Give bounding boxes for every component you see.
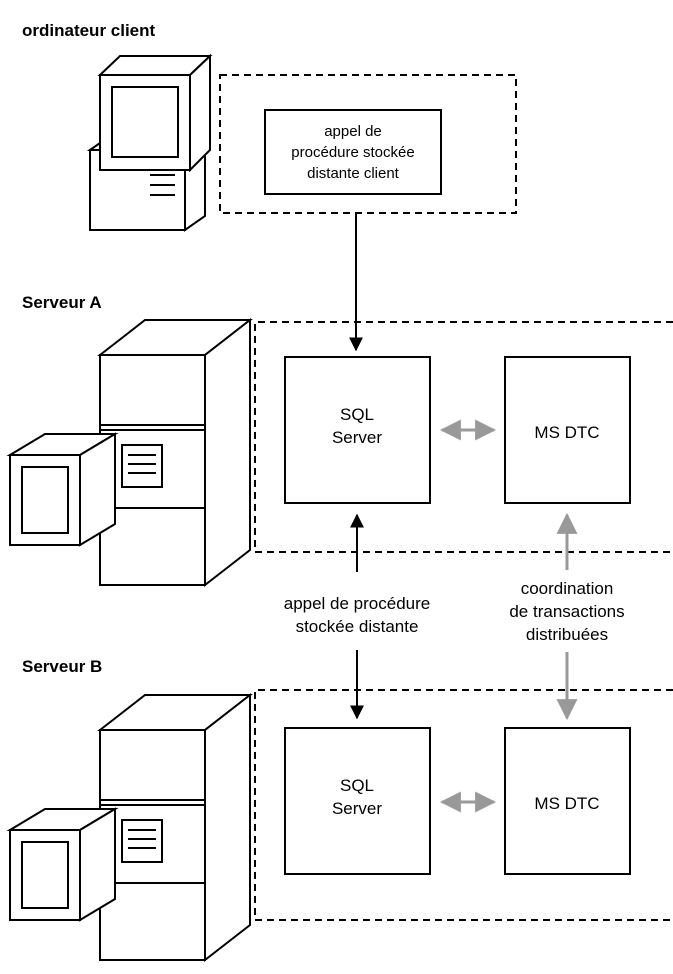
server-b-sql-server-box: SQL Server [284,727,431,875]
server-b-tower-icon [97,692,253,963]
server-a-sql-text-2: Server [332,428,382,447]
server-b-dtc-text: MS DTC [534,794,599,813]
client-computer-label: ordinateur client [22,21,156,40]
client-rpc-text-3: distante client [307,165,400,182]
server-a-ms-dtc-box: MS DTC [504,356,631,504]
server-a-tower-icon [97,317,253,588]
server-b-sql-text-1: SQL [340,776,374,795]
coord-label-2: de transactions [509,602,624,621]
client-region [219,74,517,214]
server-a-monitor-icon [6,432,119,547]
coord-label-3: distribuées [526,625,608,644]
client-rpc-box: appel de procédure stockée distante clie… [264,109,442,195]
server-b-sql-text-2: Server [332,799,382,818]
server-b-monitor-icon [6,807,119,922]
server-b-label: Serveur B [22,657,102,676]
server-a-dtc-text: MS DTC [534,423,599,442]
server-b-region [254,689,673,921]
coord-label-1: coordination [521,579,614,598]
server-a-sql-text-1: SQL [340,405,374,424]
server-a-region [254,321,673,553]
server-a-label: Serveur A [22,293,102,312]
rpc-label-2: stockée distante [296,617,419,636]
client-computer-icon [86,53,213,232]
client-rpc-text-1: appel de [324,123,382,140]
server-b-ms-dtc-box: MS DTC [504,727,631,875]
rpc-label-1: appel de procédure [284,594,431,613]
server-a-sql-server-box: SQL Server [284,356,431,504]
client-rpc-text-2: procédure stockée [291,144,414,161]
